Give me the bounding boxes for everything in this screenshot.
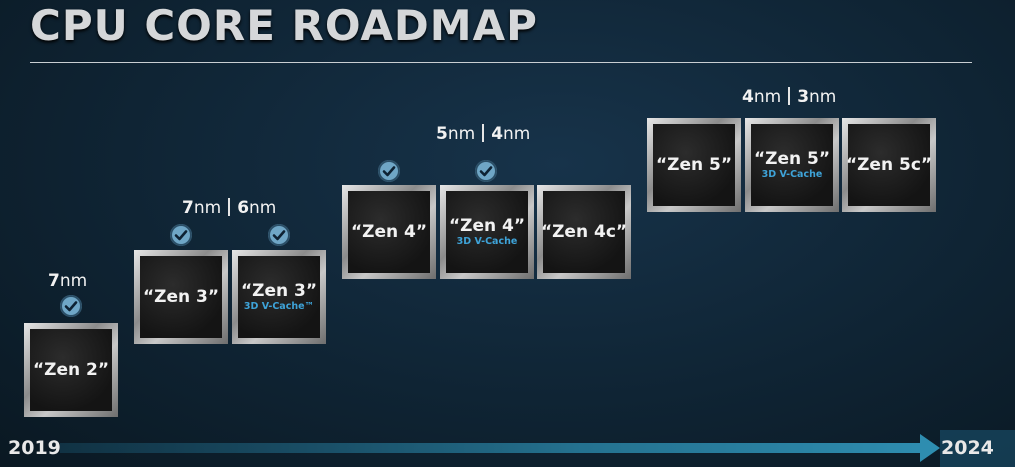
chip-name: “Zen 5c” [845,155,933,175]
chip-die: “Zen 5c” [845,124,933,206]
chip-zen5: “Zen 5” [647,118,741,212]
page-title: CPU CORE ROADMAP [30,1,538,50]
chip-zen3: “Zen 3” [134,250,228,344]
node-separator [482,124,485,142]
node-unit: nm [193,198,222,218]
node-value: 4 [491,124,504,144]
checkmark-icon [170,224,192,246]
checkmark-icon [60,295,82,317]
node-unit: nm [753,87,782,107]
chip-name: “Zen 3” [240,281,318,301]
chip-die: “Zen 4”3D V-Cache [446,191,528,273]
chip-die: “Zen 4” [348,191,430,273]
chip-zen3-3d-vcache: “Zen 3”3D V-Cache™ [232,250,326,344]
node-unit: nm [249,198,277,218]
chip-die: “Zen 3”3D V-Cache™ [238,256,320,338]
chip-name: “Zen 5” [753,149,831,169]
checkmark-icon [475,160,497,182]
title-divider [30,62,972,63]
chip-name: “Zen 4” [448,216,526,236]
chip-zen4: “Zen 4” [342,185,436,279]
chip-die: “Zen 4c” [540,191,628,273]
node-value: 4 [742,87,754,107]
node-value: 6 [237,198,250,218]
chip-name: “Zen 2” [32,360,110,380]
chip-zen4c: “Zen 4c” [537,185,631,279]
node-unit: nm [809,87,837,107]
timeline-start-year: 2019 [8,437,61,459]
chip-zen5-3d-vcache: “Zen 5”3D V-Cache [745,118,839,212]
checkmark-icon [268,224,290,246]
chip-subtitle: 3D V-Cache™ [243,301,315,312]
node-unit: nm [59,271,88,291]
node-separator [228,198,231,216]
node-value: 3 [797,87,810,107]
chip-zen4-3d-vcache: “Zen 4”3D V-Cache [440,185,534,279]
chip-zen2: “Zen 2” [24,323,118,417]
node-value: 7 [48,271,60,291]
chip-die: “Zen 5” [653,124,735,206]
chip-subtitle: 3D V-Cache [761,169,823,180]
chip-name: “Zen 5” [655,155,733,175]
node-value: 7 [182,198,194,218]
node-label-zen2: 7nm [48,270,87,292]
chip-name: “Zen 4” [350,222,428,242]
chip-name: “Zen 4c” [540,222,628,242]
timeline-end-year: 2024 [941,437,994,459]
chip-zen5c: “Zen 5c” [842,118,936,212]
chip-name: “Zen 3” [142,287,220,307]
chip-subtitle: 3D V-Cache [456,236,518,247]
chip-die: “Zen 5”3D V-Cache [751,124,833,206]
chip-die: “Zen 3” [140,256,222,338]
node-unit: nm [503,124,531,144]
chip-die: “Zen 2” [30,329,112,411]
node-value: 5 [436,124,448,144]
node-separator [788,87,791,105]
checkmark-icon [378,160,400,182]
node-unit: nm [447,124,476,144]
